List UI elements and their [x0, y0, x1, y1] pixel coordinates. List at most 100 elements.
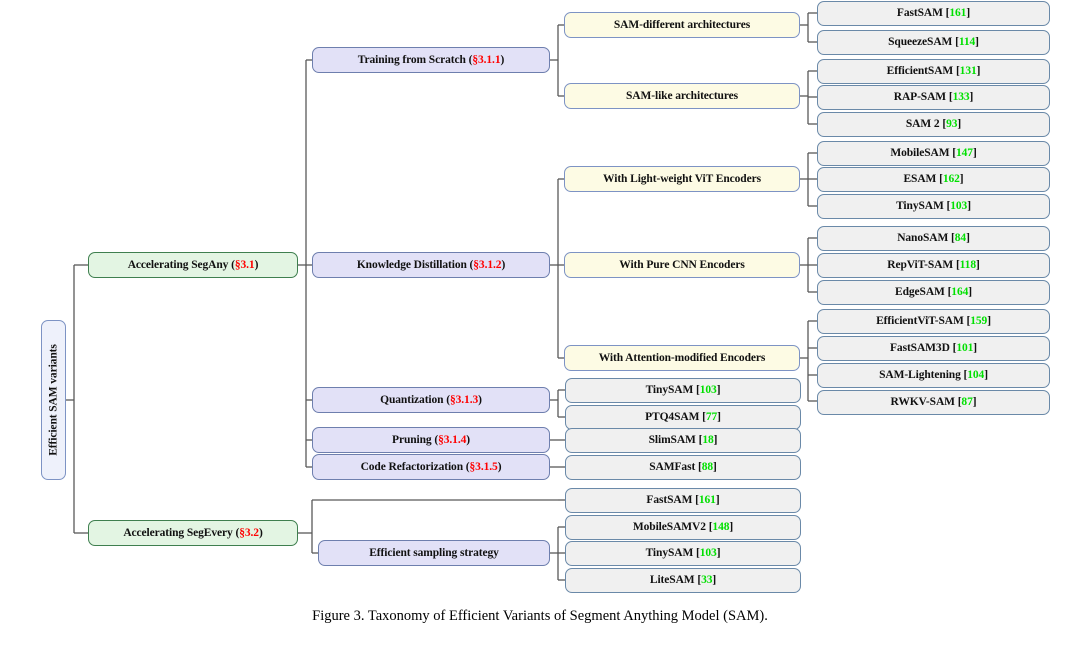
leaf-efficientvit-sam-159[interactable]: EfficientViT-SAM [159] [817, 309, 1050, 334]
leaf-mobilesamv2-148[interactable]: MobileSAMV2 [148] [565, 515, 801, 540]
leaf-squeezesam-114[interactable]: SqueezeSAM [114] [817, 30, 1050, 55]
leaf-slimsam-18[interactable]: SlimSAM [18] [565, 428, 801, 453]
root-node-label: Efficient SAM variants [47, 344, 60, 456]
leaf-efficientsam-131[interactable]: EfficientSAM [131] [817, 59, 1050, 84]
figure-caption: Figure 3. Taxonomy of Efficient Variants… [312, 608, 768, 624]
node-pruning-label: Pruning [392, 433, 432, 446]
leaf-mobilesam-147[interactable]: MobileSAM [147] [817, 141, 1050, 166]
node-sam-like-architectures[interactable]: SAM-like architectures [564, 83, 800, 109]
leaf-label: SAM-Lightening [879, 369, 961, 382]
section-ref-3-1-5: §3.1.5 [469, 460, 498, 473]
node-with-light-weight-vit-encoders-label: With Light-weight ViT Encoders [603, 172, 761, 185]
node-quantization-label: Quantization [380, 393, 444, 406]
leaf-sam-lightening-104[interactable]: SAM-Lightening [104] [817, 363, 1050, 388]
bracket-close: ] [972, 147, 977, 160]
leaf-fastsam-161-segevery[interactable]: FastSAM [161] [565, 488, 801, 513]
bracket-close: ] [976, 259, 980, 272]
bracket-open: [ [952, 342, 957, 355]
leaf-label: ESAM [903, 173, 937, 186]
leaf-label: TinySAM [645, 547, 694, 560]
leaf-label: SqueezeSAM [888, 36, 953, 49]
node-with-light-weight-vit-encoders[interactable]: With Light-weight ViT Encoders [564, 166, 800, 192]
leaf-esam-162[interactable]: ESAM [162] [817, 167, 1050, 192]
citation-number: 93 [946, 118, 958, 131]
bracket-open: [ [955, 36, 959, 49]
leaf-nanosam-84[interactable]: NanoSAM [84] [817, 226, 1050, 251]
leaf-label: EfficientViT-SAM [876, 315, 964, 328]
paren-open: ( [465, 460, 470, 473]
leaf-ptq4sam-77[interactable]: PTQ4SAM [77] [565, 405, 801, 430]
paren-close: ) [254, 258, 259, 271]
leaf-label: RWKV-SAM [890, 396, 955, 409]
node-accelerating-segevery[interactable]: Accelerating SegEvery (§3.2) [88, 520, 298, 546]
leaf-fastsam-161[interactable]: FastSAM [161] [817, 1, 1050, 26]
bracket-open: [ [963, 369, 968, 382]
citation-number: 33 [701, 574, 713, 587]
bracket-close: ] [966, 7, 971, 20]
citation-number: 118 [959, 259, 976, 272]
bracket-open: [ [947, 286, 952, 299]
node-with-pure-cnn-encoders[interactable]: With Pure CNN Encoders [564, 252, 800, 278]
paren-open: ( [468, 53, 473, 66]
citation-number: 161 [949, 7, 967, 20]
node-with-attention-modified-encoders[interactable]: With Attention-modified Encoders [564, 345, 800, 371]
node-with-attention-modified-encoders-label: With Attention-modified Encoders [598, 351, 766, 364]
node-quantization[interactable]: Quantization (§3.1.3) [312, 387, 550, 413]
bracket-close: ] [717, 411, 721, 424]
leaf-edgesam-164[interactable]: EdgeSAM [164] [817, 280, 1050, 305]
node-accelerating-segevery-label: Accelerating SegEvery [123, 526, 233, 539]
citation-number: 104 [967, 369, 985, 382]
bracket-close: ] [716, 384, 721, 397]
leaf-tinysam-103-kd[interactable]: TinySAM [103] [817, 194, 1050, 219]
node-pruning[interactable]: Pruning (§3.1.4) [312, 427, 550, 453]
bracket-close: ] [713, 434, 718, 447]
bracket-close: ] [973, 342, 977, 355]
bracket-close: ] [729, 521, 734, 534]
node-sam-different-architectures-label: SAM-different architectures [613, 18, 751, 31]
node-efficient-sampling-strategy[interactable]: Efficient sampling strategy [318, 540, 550, 566]
citation-number: 103 [699, 547, 717, 560]
bracket-open: [ [948, 91, 953, 104]
bracket-open: [ [945, 7, 950, 20]
leaf-label: EfficientSAM [886, 65, 954, 78]
bracket-close: ] [716, 547, 721, 560]
bracket-open: [ [698, 434, 703, 447]
citation-number: 101 [956, 342, 974, 355]
leaf-repvit-sam-118[interactable]: RepViT-SAM [118] [817, 253, 1050, 278]
leaf-rwkv-sam-87[interactable]: RWKV-SAM [87] [817, 390, 1050, 415]
bracket-close: ] [712, 574, 717, 587]
section-ref-3-1-2: §3.1.2 [473, 258, 502, 271]
bracket-close: ] [959, 173, 964, 186]
bracket-open: [ [942, 118, 947, 131]
node-sam-different-architectures[interactable]: SAM-different architectures [564, 12, 800, 38]
leaf-rap-sam-133[interactable]: RAP-SAM [133] [817, 85, 1050, 110]
leaf-samfast-88[interactable]: SAMFast [88] [565, 455, 801, 480]
leaf-litesam-33[interactable]: LiteSAM [33] [565, 568, 801, 593]
bracket-close: ] [966, 232, 970, 245]
leaf-label: EdgeSAM [895, 286, 945, 299]
leaf-label: RAP-SAM [893, 91, 947, 104]
paren-open: ( [434, 433, 439, 446]
leaf-label: MobileSAMV2 [632, 521, 706, 534]
leaf-sam-2-93[interactable]: SAM 2 [93] [817, 112, 1050, 137]
leaf-fastsam3d-101[interactable]: FastSAM3D [101] [817, 336, 1050, 361]
section-ref-3-2: §3.2 [239, 526, 259, 539]
citation-number: 18 [702, 434, 714, 447]
node-training-from-scratch[interactable]: Training from Scratch (§3.1.1) [312, 47, 550, 73]
bracket-close: ] [715, 494, 720, 507]
leaf-tinysam-103-sampling[interactable]: TinySAM [103] [565, 541, 801, 566]
leaf-label: PTQ4SAM [645, 411, 700, 424]
citation-number: 103 [699, 384, 717, 397]
bracket-open: [ [966, 315, 971, 328]
node-knowledge-distillation[interactable]: Knowledge Distillation (§3.1.2) [312, 252, 550, 278]
bracket-close: ] [975, 36, 979, 49]
leaf-tinysam-103-quantization[interactable]: TinySAM [103] [565, 378, 801, 403]
node-accelerating-segany[interactable]: Accelerating SegAny (§3.1) [88, 252, 298, 278]
citation-number: 77 [705, 411, 718, 424]
node-code-refactorization[interactable]: Code Refactorization (§3.1.5) [312, 454, 550, 480]
bracket-open: [ [697, 574, 702, 587]
root-node-efficient-sam-variants[interactable]: Efficient SAM variants [41, 320, 66, 480]
bracket-close: ] [713, 461, 717, 474]
citation-number: 114 [958, 36, 976, 49]
